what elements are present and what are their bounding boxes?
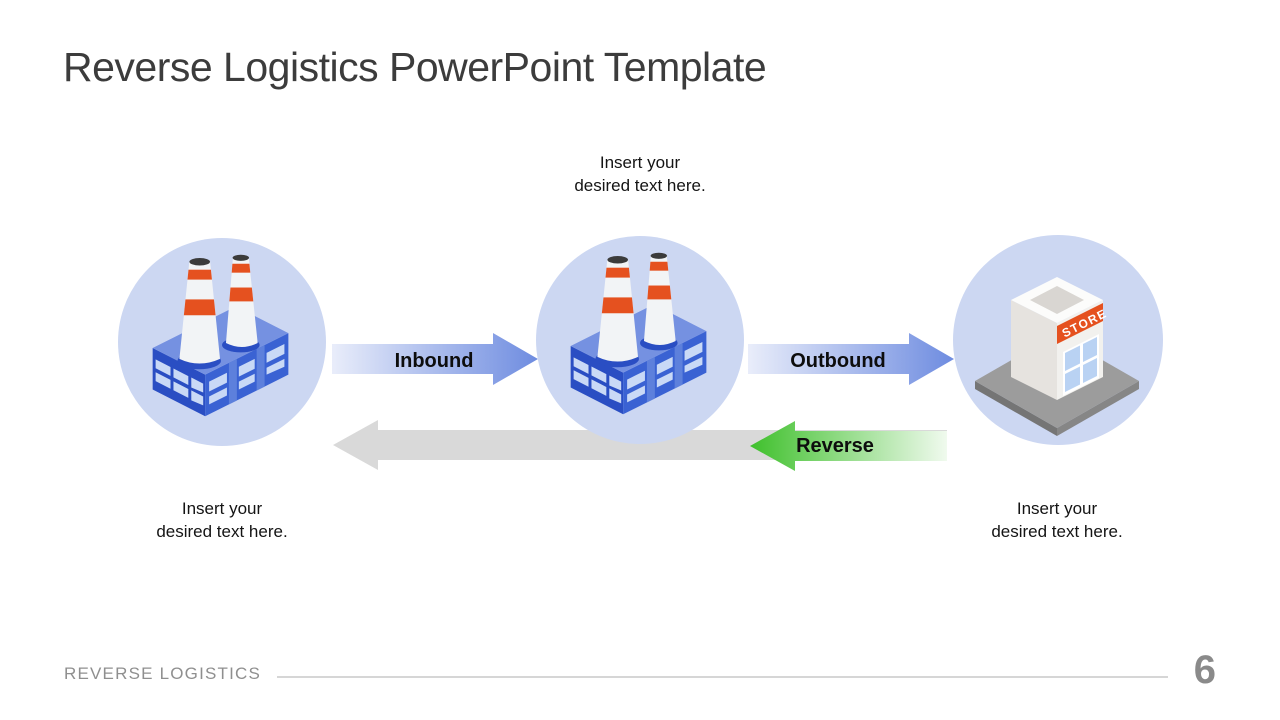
outbound-arrow: [748, 333, 954, 385]
store-icon: STORE: [975, 277, 1139, 436]
slide-title[interactable]: Reverse Logistics PowerPoint Template: [63, 44, 767, 90]
footer-text: REVERSE LOGISTICS: [64, 664, 262, 683]
caption-line: Insert your: [599, 153, 681, 172]
node-store-right[interactable]: STORE: [953, 235, 1163, 445]
caption-line: desired text here.: [991, 522, 1123, 541]
caption-line: desired text here.: [574, 176, 706, 195]
placeholder-text-left[interactable]: Insert your desired text here.: [122, 497, 322, 543]
caption-line: Insert your: [1016, 499, 1098, 518]
footer-divider-line: [277, 676, 1168, 678]
factory-icon: [570, 252, 707, 415]
page-number: 6: [1193, 648, 1216, 692]
placeholder-text-center[interactable]: Insert your desired text here.: [540, 151, 740, 197]
inbound-arrow-label: Inbound: [394, 350, 474, 372]
outbound-arrow-label: Outbound: [790, 350, 886, 372]
node-factory-center[interactable]: [536, 236, 744, 444]
reverse-arrow-label: Reverse: [796, 435, 874, 457]
node-factory-left[interactable]: [118, 238, 326, 446]
factory-icon: [152, 254, 289, 417]
caption-line: desired text here.: [156, 522, 288, 541]
reverse-arrow: [750, 421, 947, 471]
placeholder-text-right[interactable]: Insert your desired text here.: [957, 497, 1157, 543]
inbound-arrow: [332, 333, 538, 385]
caption-line: Insert your: [181, 499, 263, 518]
